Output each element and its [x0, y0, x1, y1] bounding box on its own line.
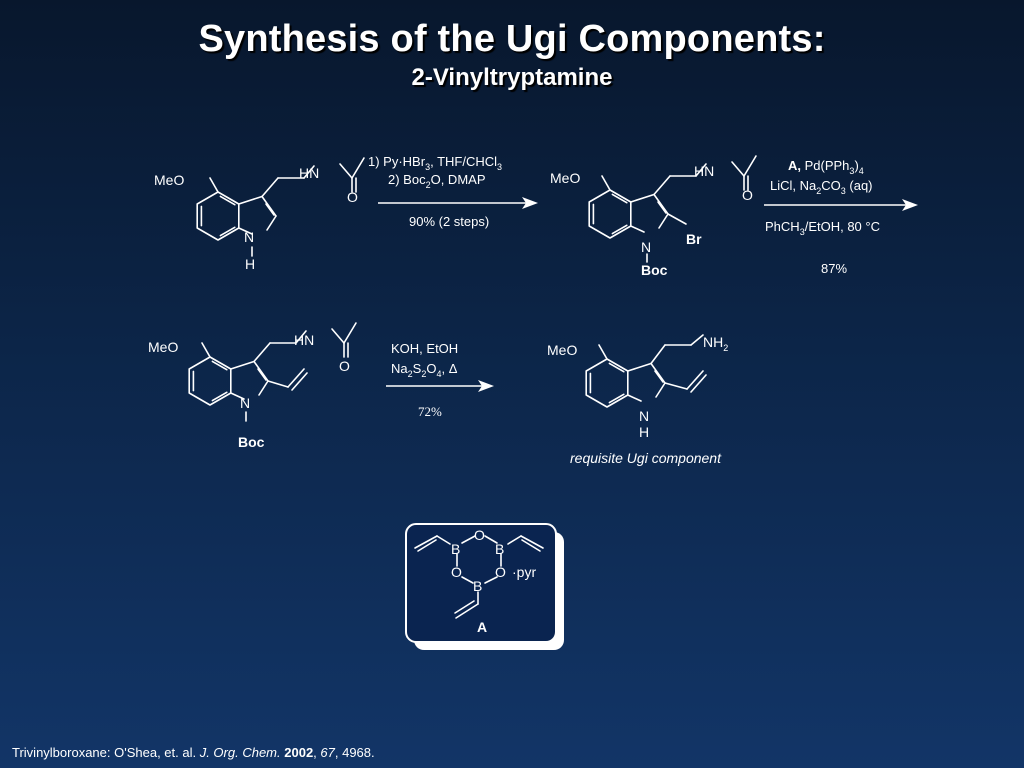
boron-label: B: [473, 578, 482, 594]
nitrogen-label: N: [244, 229, 254, 245]
reaction-step-3: KOH, EtOH Na2S2O4, Δ 72%: [386, 341, 494, 419]
molecule-vinylindole: MeO N Boc HN O: [148, 322, 357, 450]
nh-hydrogen-label: H: [639, 424, 649, 440]
methoxy-label: MeO: [154, 172, 184, 188]
step3-yield: 72%: [418, 404, 442, 419]
boron-label: B: [451, 541, 460, 557]
step3-condition-2: Na2S2O4, Δ: [391, 361, 458, 379]
carbonyl-o-label: O: [347, 189, 358, 205]
reaction-step-2: A, Pd(PPh3)4 LiCl, Na2CO3 (aq) PhCH3/EtO…: [764, 158, 918, 276]
pyridine-label: ·pyr: [512, 564, 536, 580]
reaction-step-1: 1) Py·HBr3, THF/CHCl3 2) Boc2O, DMAP 90%…: [368, 154, 538, 229]
amide-nh-label: HN: [694, 163, 714, 179]
citation-volume: 67: [320, 745, 335, 760]
methoxy-label: MeO: [148, 339, 178, 355]
carbonyl-o-label: O: [742, 187, 753, 203]
step2-condition-1: A, Pd(PPh3)4: [788, 158, 864, 176]
step1-condition-1: 1) Py·HBr3, THF/CHCl3: [368, 154, 502, 172]
oxygen-label: O: [451, 564, 462, 580]
carbonyl-o-label: O: [339, 358, 350, 374]
molecule-melatonin: MeO N H HN O: [154, 157, 365, 272]
nitrogen-label: N: [639, 408, 649, 424]
bromine-label: Br: [686, 231, 702, 247]
step1-yield: 90% (2 steps): [409, 214, 489, 229]
nitrogen-label: N: [240, 395, 250, 411]
boc-label: Boc: [238, 434, 265, 450]
citation: Trivinylboroxane: O'Shea, et. al. J. Org…: [12, 745, 375, 760]
citation-pages: , 4968.: [334, 745, 375, 760]
methoxy-label: MeO: [550, 170, 580, 186]
product-caption: requisite Ugi component: [570, 450, 722, 466]
citation-prefix: Trivinylboroxane: O'Shea, et. al.: [12, 745, 200, 760]
reagent-a-label: A: [477, 619, 487, 635]
step2-yield: 87%: [821, 261, 847, 276]
amine-label: NH2: [703, 334, 728, 353]
oxygen-label: O: [474, 527, 485, 543]
methoxy-label: MeO: [547, 342, 577, 358]
slide-subtitle: 2-Vinyltryptamine: [411, 64, 613, 91]
slide-title: Synthesis of the Ugi Components:: [198, 18, 826, 60]
nh-hydrogen-label: H: [245, 256, 255, 272]
nitrogen-label: N: [641, 239, 651, 255]
reagent-a-box: B O B O O B ·pyr A: [405, 523, 564, 650]
amide-nh-label: HN: [294, 332, 314, 348]
molecule-vinyltryptamine: MeO N H NH2: [547, 334, 728, 440]
step2-condition-3: PhCH3/EtOH, 80 °C: [765, 219, 880, 237]
citation-journal: J. Org. Chem.: [199, 745, 281, 760]
amide-nh-label: HN: [299, 165, 319, 181]
oxygen-label: O: [495, 564, 506, 580]
step3-condition-1: KOH, EtOH: [391, 341, 458, 356]
step1-condition-2: 2) Boc2O, DMAP: [388, 172, 486, 190]
molecule-bromoindole: MeO N Boc Br HN O: [550, 155, 757, 278]
boron-label: B: [495, 541, 504, 557]
citation-year: 2002: [284, 745, 314, 760]
step2-condition-2: LiCl, Na2CO3 (aq): [770, 178, 873, 196]
reagent-box: [405, 523, 557, 643]
boc-label: Boc: [641, 262, 668, 278]
